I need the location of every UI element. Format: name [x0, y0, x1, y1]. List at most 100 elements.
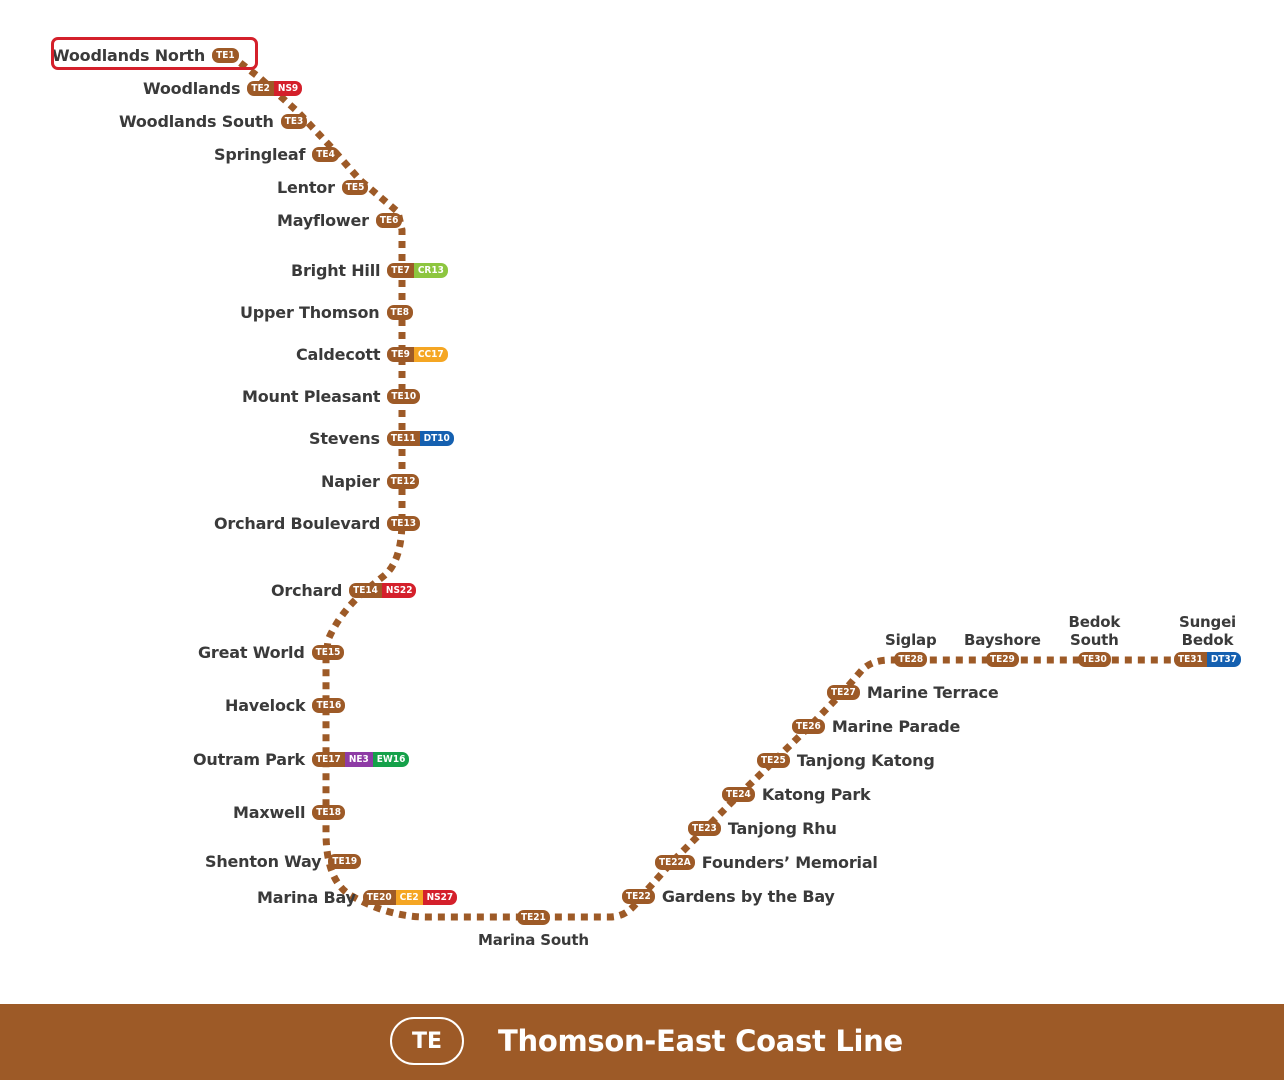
station-code-badges: TE23 [687, 820, 722, 837]
station-code: TE22A [655, 854, 695, 870]
station-code: TE26 [792, 718, 825, 734]
station-code: TE2 [247, 80, 274, 96]
station-code: CC17 [413, 346, 448, 362]
station-code: TE29 [985, 652, 1019, 667]
station-name: Woodlands North [52, 45, 206, 65]
station-code-badges: TE28 [893, 651, 928, 668]
station-name: Siglap [885, 631, 937, 649]
station-tanjong-katong: TE25 Tanjong Katong [756, 749, 935, 771]
station-code-badges: TE13 [386, 515, 421, 532]
line-title: Thomson-East Coast Line [498, 1024, 903, 1058]
station-code: TE7 [387, 262, 414, 278]
station-code: NS22 [381, 582, 417, 598]
station-code: TE16 [312, 697, 346, 713]
station-code-badges: TE6 [375, 212, 404, 229]
station-code: NS9 [273, 80, 303, 96]
station-code: TE22 [622, 888, 655, 904]
station-name: Maxwell [233, 802, 306, 822]
station-code-badges: TE22A [654, 854, 696, 871]
station-name: Napier [321, 471, 380, 491]
station-orchard-boulevard: Orchard Boulevard TE13 [214, 512, 421, 534]
station-havelock: Havelock TE16 [225, 694, 346, 716]
station-napier: Napier TE12 [321, 470, 420, 492]
station-code: TE27 [827, 684, 860, 700]
station-woodlands-north: Woodlands North TE1 [52, 44, 240, 66]
station-name: Shenton Way [205, 851, 322, 871]
station-mount-pleasant: Mount Pleasant TE10 [242, 385, 421, 407]
station-code: TE1 [212, 47, 239, 63]
station-name: Orchard Boulevard [214, 513, 381, 533]
station-name: Mayflower [277, 210, 369, 230]
station-code: TE12 [386, 473, 420, 489]
station-code: TE28 [894, 652, 928, 667]
station-code: DT10 [419, 430, 454, 446]
station-mayflower: Mayflower TE6 [277, 209, 403, 231]
line-code-badge: TE [390, 1017, 464, 1065]
station-code: TE4 [312, 146, 339, 162]
station-name: Havelock [225, 695, 306, 715]
station-name: Stevens [309, 428, 380, 448]
station-code-badges: TE30 [1077, 651, 1112, 668]
station-code: TE13 [387, 515, 420, 531]
station-springleaf: Springleaf TE4 [214, 143, 340, 165]
station-code: TE30 [1077, 652, 1111, 667]
station-code: TE10 [387, 388, 421, 404]
station-code-badges: TE24 [721, 786, 756, 803]
station-code-badges: TE8 [386, 304, 415, 321]
station-name: Sungei Bedok [1178, 613, 1236, 649]
station-code-badges: TE27 [826, 684, 861, 701]
station-name: Springleaf [214, 144, 306, 164]
station-code: TE23 [688, 820, 721, 836]
station-code-badges: TE21 [516, 909, 551, 926]
station-code-badges: TE26 [791, 718, 826, 735]
station-code: TE3 [280, 113, 308, 129]
station-code: NS27 [422, 889, 458, 905]
station-name: Mount Pleasant [242, 386, 381, 406]
station-code: TE21 [517, 910, 550, 925]
station-code: TE6 [375, 212, 403, 228]
station-name: Caldecott [296, 344, 381, 364]
highlight-box [51, 37, 258, 70]
station-code: DT37 [1206, 652, 1241, 667]
station-code: TE20 [362, 889, 396, 905]
station-name: Great World [198, 642, 305, 662]
station-name: Bayshore [964, 631, 1041, 649]
station-name: Outram Park [193, 749, 305, 769]
station-code: EW16 [372, 751, 410, 767]
station-code: TE8 [386, 304, 414, 320]
station-name: Gardens by the Bay [661, 886, 835, 906]
station-name: Marina South [478, 931, 589, 949]
station-code: TE31 [1174, 652, 1207, 667]
station-name: Tanjong Katong [796, 750, 935, 770]
station-code-badges: TE1 [211, 47, 240, 64]
station-name: Marine Terrace [866, 682, 999, 702]
station-code-badges: TE16 [311, 697, 346, 714]
station-name: Upper Thomson [240, 302, 380, 322]
line-track [227, 52, 1240, 921]
station-name: Orchard [271, 580, 343, 600]
station-code-badges: TE5 [341, 179, 370, 196]
station-code: TE25 [757, 752, 790, 768]
